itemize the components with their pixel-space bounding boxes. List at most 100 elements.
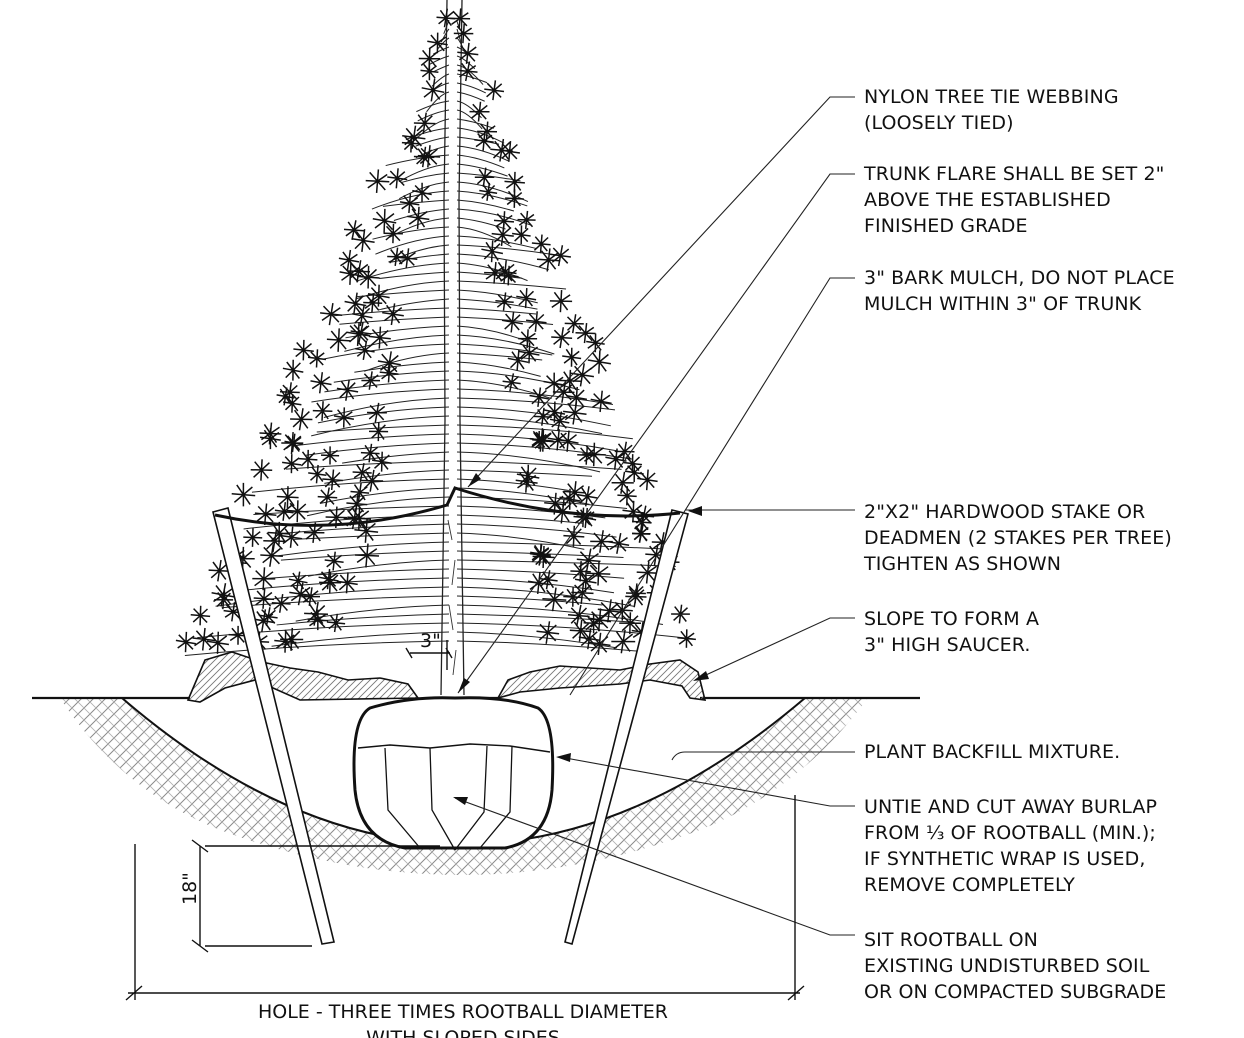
needle-cluster xyxy=(298,449,318,469)
needle-cluster xyxy=(355,340,375,361)
branch-stroke xyxy=(364,352,450,372)
needle-cluster xyxy=(533,407,552,426)
needle-cluster xyxy=(651,532,673,553)
branch-stroke xyxy=(456,217,506,230)
branch-stroke xyxy=(286,460,450,470)
needle-cluster xyxy=(361,371,381,390)
needle-cluster xyxy=(243,528,263,547)
needle-cluster xyxy=(519,342,540,364)
needle-cluster xyxy=(325,506,348,529)
callout-line: 3" BARK MULCH, DO NOT PLACE xyxy=(864,267,1175,289)
branch-stroke xyxy=(295,604,450,622)
needle-cluster xyxy=(307,609,329,631)
branch-stroke xyxy=(456,271,523,279)
needle-cluster xyxy=(518,329,538,349)
callout-burlap: UNTIE AND CUT AWAY BURLAP FROM ⅓ OF ROOT… xyxy=(864,794,1157,898)
needle-cluster xyxy=(290,408,313,431)
needle-cluster xyxy=(360,443,380,463)
needle-cluster xyxy=(501,311,523,333)
branch-stroke xyxy=(251,478,450,493)
needle-cluster xyxy=(253,588,275,609)
needle-cluster xyxy=(622,500,645,523)
needle-cluster xyxy=(352,462,372,483)
needle-cluster xyxy=(308,464,327,484)
needle-cluster xyxy=(320,446,340,465)
branch-stroke xyxy=(323,397,450,419)
branch-stroke xyxy=(311,415,450,437)
branch-stroke xyxy=(456,604,664,625)
needle-cluster xyxy=(563,400,587,425)
needle-cluster xyxy=(578,628,600,650)
needle-cluster xyxy=(350,322,372,343)
branch-stroke xyxy=(378,298,450,311)
needle-cluster xyxy=(536,248,561,272)
needle-cluster xyxy=(421,78,445,102)
needle-cluster xyxy=(250,459,273,481)
branch-stroke xyxy=(456,82,486,94)
needle-cluster xyxy=(427,32,448,54)
branch-stroke xyxy=(456,127,505,144)
needle-cluster xyxy=(567,604,590,627)
branch-stroke xyxy=(372,226,450,240)
needle-cluster xyxy=(565,386,588,409)
needle-cluster xyxy=(286,500,309,523)
needle-cluster xyxy=(336,379,359,401)
needle-cluster xyxy=(260,544,283,567)
needle-cluster xyxy=(344,292,367,315)
branch-stroke xyxy=(456,298,538,310)
callout-line: 2"X2" HARDWOOD STAKE OR xyxy=(864,501,1146,523)
needle-cluster xyxy=(611,629,636,654)
branch-stroke xyxy=(271,631,450,647)
needle-cluster xyxy=(516,288,537,309)
callout-line: MULCH WITHIN 3" OF TRUNK xyxy=(864,293,1142,315)
branch-stroke xyxy=(306,496,450,517)
branch-stroke xyxy=(236,577,450,592)
needle-cluster xyxy=(538,570,558,590)
needle-cluster xyxy=(536,621,560,644)
needle-cluster xyxy=(387,247,406,266)
needle-cluster xyxy=(284,433,303,453)
needle-cluster xyxy=(267,521,291,545)
needle-cluster xyxy=(412,182,432,203)
needle-cluster xyxy=(590,390,612,413)
needle-cluster xyxy=(543,372,565,395)
needle-cluster xyxy=(347,260,371,283)
needle-cluster xyxy=(526,311,547,332)
needle-cluster xyxy=(481,240,504,263)
branch-stroke xyxy=(323,343,450,360)
needle-cluster xyxy=(372,208,397,233)
needle-cluster xyxy=(495,292,514,311)
needle-cluster xyxy=(417,145,441,168)
branch-stroke xyxy=(456,253,549,271)
needle-cluster xyxy=(502,373,521,392)
branch-stroke xyxy=(401,172,450,183)
branch-stroke xyxy=(456,325,531,344)
needle-cluster xyxy=(320,302,343,326)
branch-stroke xyxy=(456,154,505,169)
needle-cluster xyxy=(590,530,613,553)
needle-cluster xyxy=(368,326,391,349)
needle-cluster xyxy=(420,62,439,81)
branch-stroke xyxy=(294,532,450,540)
needle-cluster xyxy=(531,234,551,254)
needle-cluster xyxy=(530,543,551,565)
branch-stroke xyxy=(456,460,622,470)
needle-cluster xyxy=(563,481,586,504)
needle-cluster xyxy=(577,486,598,507)
needle-cluster xyxy=(368,421,389,442)
needle-cluster xyxy=(625,586,647,608)
branch-stroke xyxy=(417,109,450,122)
needle-cluster xyxy=(551,327,573,349)
branch-stroke xyxy=(375,235,450,255)
needle-cluster xyxy=(382,303,404,326)
branch-stroke xyxy=(405,127,450,141)
branch-stroke xyxy=(296,433,450,446)
needle-cluster xyxy=(326,328,351,352)
branch-stroke xyxy=(184,640,450,657)
needle-cluster xyxy=(529,387,549,407)
needle-cluster xyxy=(274,630,297,653)
branch-stroke xyxy=(456,388,614,405)
needle-cluster xyxy=(577,445,597,465)
needle-cluster xyxy=(586,561,611,586)
needle-cluster xyxy=(211,583,236,607)
